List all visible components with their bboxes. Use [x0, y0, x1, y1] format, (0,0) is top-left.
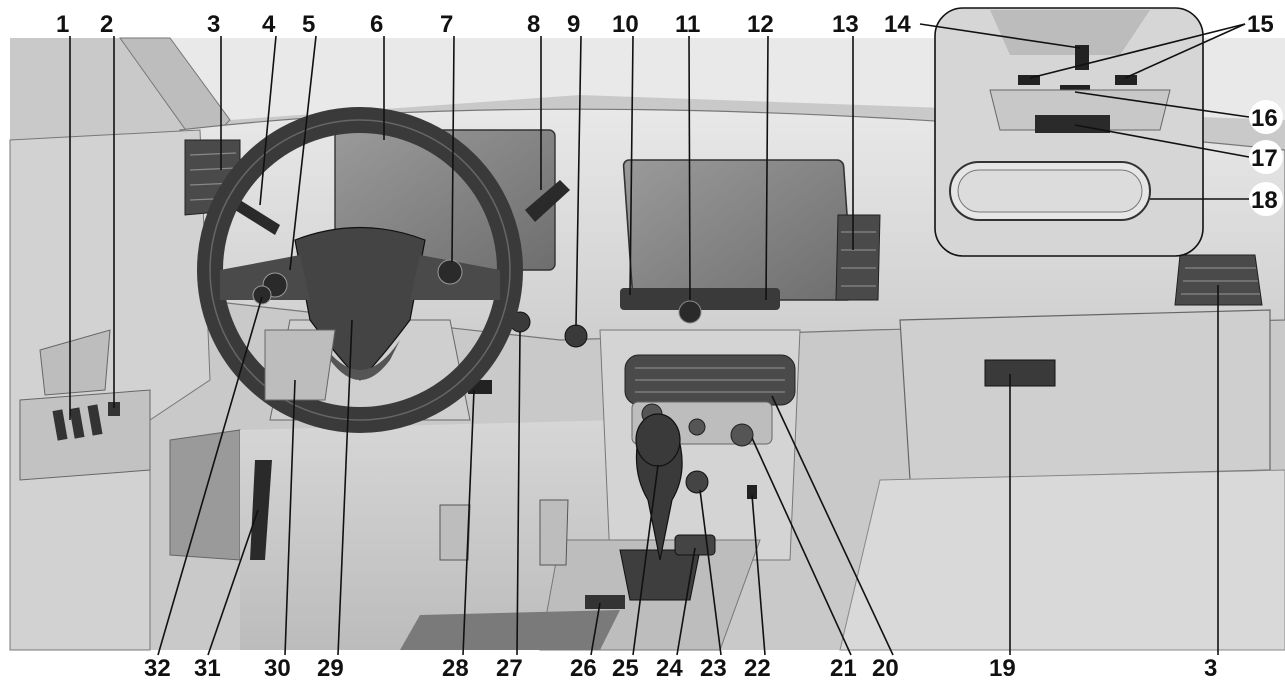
- callout-10: 10: [612, 11, 639, 38]
- gear-knob[interactable]: [636, 414, 680, 466]
- door-armrest: [20, 390, 150, 480]
- callout-9: 9: [567, 11, 580, 38]
- callout-32: 32: [144, 655, 171, 682]
- knee-airbag-panel: [265, 330, 335, 400]
- glovebox[interactable]: [900, 310, 1270, 480]
- climate-knob-center[interactable]: [689, 419, 705, 435]
- callout-8: 8: [527, 11, 540, 38]
- callout-14: 14: [884, 11, 911, 38]
- callout-1: 1: [56, 11, 69, 38]
- callout-15: 15: [1247, 11, 1274, 38]
- callout-11: 11: [675, 11, 700, 38]
- climate-knob-right[interactable]: [731, 424, 753, 446]
- callout-30: 30: [264, 655, 291, 682]
- steering-controls-right[interactable]: [438, 260, 462, 284]
- callout-26: 26: [570, 655, 597, 682]
- volume-knob[interactable]: [679, 301, 701, 323]
- callout-27: 27: [496, 655, 523, 682]
- sunglasses-holder[interactable]: [1035, 115, 1110, 133]
- callout-12: 12: [747, 11, 774, 38]
- callout-16: 16: [1251, 105, 1278, 132]
- callout-22: 22: [744, 655, 771, 682]
- cruise-control-switch[interactable]: [253, 286, 271, 304]
- console-storage[interactable]: [585, 595, 625, 609]
- power-socket[interactable]: [686, 471, 708, 493]
- callout-4: 4: [262, 11, 276, 38]
- callout-5: 5: [302, 11, 315, 38]
- callout-2: 2: [100, 11, 113, 38]
- callout-20: 20: [872, 655, 899, 682]
- start-stop-button[interactable]: [565, 325, 587, 347]
- callout-28: 28: [442, 655, 469, 682]
- center-right-air-vent[interactable]: [836, 215, 880, 300]
- callout-31: 31: [194, 655, 221, 682]
- glovebox-handle[interactable]: [985, 360, 1055, 386]
- center-touchscreen[interactable]: [623, 160, 853, 300]
- accelerator-pedal[interactable]: [540, 500, 568, 565]
- callout-19: 19: [989, 655, 1016, 682]
- callout-3-bottom: 3: [1204, 655, 1217, 682]
- reading-light-right[interactable]: [1115, 75, 1137, 85]
- callout-25: 25: [612, 655, 639, 682]
- callout-24: 24: [656, 655, 683, 682]
- callout-21: 21: [830, 655, 857, 682]
- clutch-pedal[interactable]: [440, 505, 470, 560]
- callout-13: 13: [832, 11, 859, 38]
- callout-17: 17: [1251, 145, 1278, 172]
- callout-29: 29: [317, 655, 344, 682]
- callout-6: 6: [370, 11, 383, 38]
- callout-3-top: 3: [207, 11, 220, 38]
- armrest: [400, 610, 620, 650]
- callout-23: 23: [700, 655, 727, 682]
- callout-7: 7: [440, 11, 453, 38]
- callout-18: 18: [1251, 187, 1278, 214]
